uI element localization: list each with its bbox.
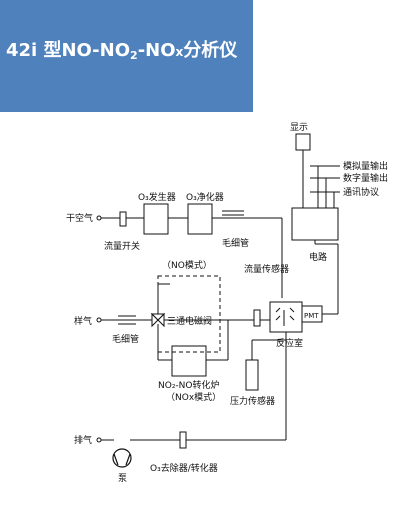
title-banner: 42i 型NO-NO2-NOx分析仪 bbox=[0, 0, 253, 112]
flow-switch-label: 流量开关 bbox=[104, 240, 140, 252]
pump-icon bbox=[112, 448, 132, 468]
circuit-box bbox=[291, 207, 339, 241]
title-sub-x: x bbox=[175, 45, 184, 59]
reaction-symbol-icon bbox=[275, 307, 295, 326]
capillary-top-label: 毛细管 bbox=[222, 237, 249, 249]
display-label: 显示 bbox=[290, 122, 308, 133]
pmt-label: PMT bbox=[304, 312, 319, 320]
dry-air-label: 干空气 bbox=[66, 212, 93, 224]
o3-purifier-box bbox=[187, 203, 213, 235]
no-mode-label: （NO模式） bbox=[162, 259, 212, 271]
digital-output-label: 数字量输出 bbox=[343, 172, 388, 184]
page-title: 42i 型NO-NO2-NOx分析仪 bbox=[6, 36, 237, 62]
o3-generator-box bbox=[143, 203, 169, 235]
three-way-valve-label: 三通电磁阀 bbox=[167, 315, 212, 327]
o3-remover-box bbox=[179, 431, 187, 449]
flow-sensor-label: 流量传感器 bbox=[244, 263, 289, 275]
comm-protocol-label: 通讯协议 bbox=[343, 186, 379, 198]
exhaust-label: 排气 bbox=[74, 434, 92, 446]
capillary-left-label: 毛细管 bbox=[112, 333, 139, 345]
flow-sensor-box bbox=[253, 309, 261, 327]
exhaust-outlet bbox=[96, 437, 102, 443]
sample-gas-label: 样气 bbox=[74, 315, 92, 327]
nox-mode-label: （NOx模式） bbox=[166, 391, 221, 403]
reaction-chamber bbox=[269, 301, 303, 333]
o3-generator-label: O₃发生器 bbox=[138, 191, 176, 203]
sample-inlet bbox=[96, 317, 102, 323]
converter-box bbox=[171, 345, 207, 377]
dry-air-inlet bbox=[96, 215, 102, 221]
circuit-label: 电路 bbox=[309, 251, 327, 263]
title-prefix: 42i 型NO-NO bbox=[6, 40, 131, 61]
converter-label: NO₂-NO转化炉 bbox=[158, 379, 220, 391]
display-box bbox=[295, 133, 311, 151]
reaction-chamber-label: 反应室 bbox=[276, 337, 303, 349]
title-sub-2: 2 bbox=[130, 49, 138, 62]
three-way-valve-icon bbox=[150, 312, 166, 328]
title-suffix: 分析仪 bbox=[183, 40, 238, 61]
o3-purifier-label: O₃净化器 bbox=[186, 191, 224, 203]
no-mode-enclosure bbox=[157, 275, 221, 353]
o3-remover-label: O₃去除器/转化器 bbox=[150, 462, 218, 474]
pump-label: 泵 bbox=[118, 473, 127, 484]
pressure-sensor-box bbox=[245, 359, 259, 391]
title-mid: -NO bbox=[137, 40, 176, 61]
pressure-sensor-label: 压力传感器 bbox=[230, 395, 275, 407]
analog-output-label: 模拟量输出 bbox=[343, 160, 388, 172]
flow-switch-box bbox=[119, 211, 127, 227]
